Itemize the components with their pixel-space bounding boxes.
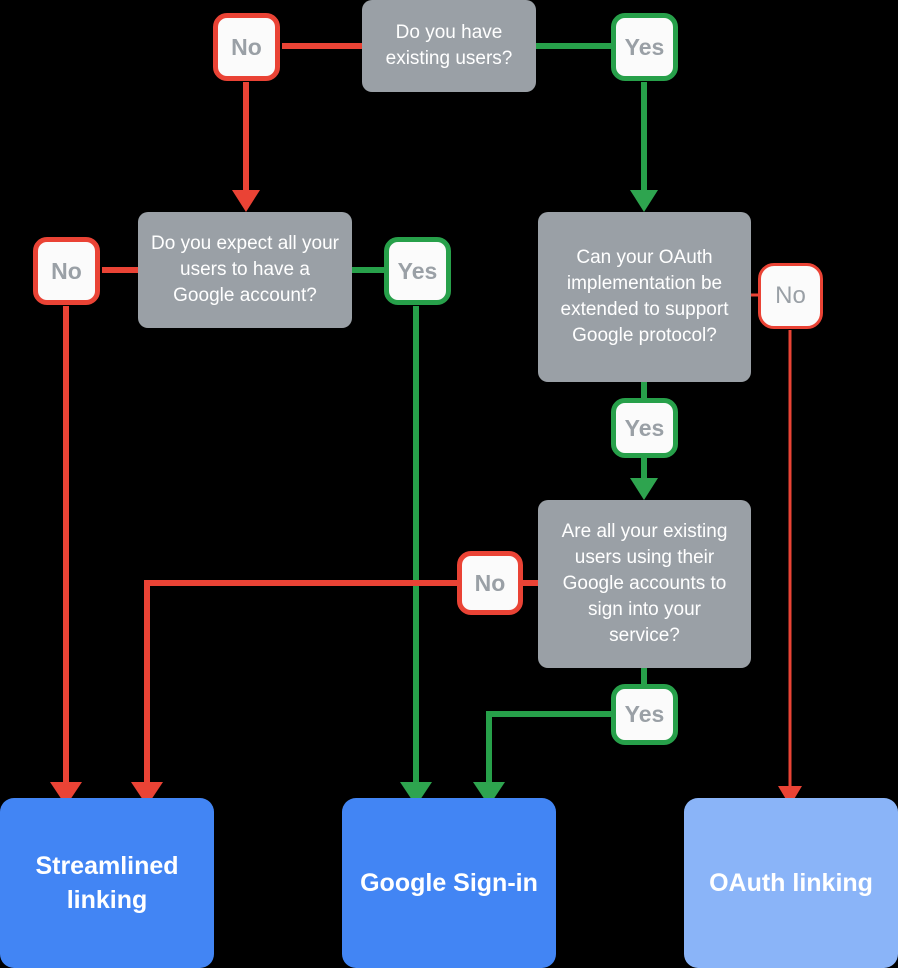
wire-q3yes-to-q4 (630, 458, 658, 500)
outcome-label: OAuth linking (709, 869, 873, 897)
question-text: Can your OAuth implementation be extende… (560, 247, 729, 346)
decision-pill-q4-yes[interactable]: Yes (611, 684, 678, 745)
decision-label: No (231, 33, 262, 60)
decision-pill-q2-yes[interactable]: Yes (384, 237, 451, 305)
question-box-google-account[interactable]: Do you expect all your users to have a G… (138, 212, 352, 328)
decision-label: Yes (397, 257, 438, 284)
decision-label: No (775, 282, 806, 309)
decision-label: No (51, 257, 82, 284)
decision-pill-q3-yes[interactable]: Yes (611, 398, 678, 458)
outcome-box-streamlined-linking[interactable]: Streamlined linking (0, 798, 214, 968)
wire-q3no-to-oauth (778, 330, 802, 806)
wire-q4yes-to-google-signin (473, 711, 612, 806)
decision-label: Yes (624, 701, 665, 727)
decision-pill-q2-no[interactable]: No (33, 237, 100, 305)
decision-pill-q3-no[interactable]: No (758, 263, 823, 329)
question-text: Do you expect all your users to have a G… (151, 233, 339, 306)
question-box-oauth-extend[interactable]: Can your OAuth implementation be extende… (538, 212, 751, 382)
decision-pill-q1-no[interactable]: No (213, 13, 280, 81)
question-box-existing-google-accounts[interactable]: Are all your existing users using their … (538, 500, 751, 668)
outcome-label: Google Sign-in (360, 869, 538, 897)
wire-q4no-to-streamlined (131, 580, 458, 806)
decision-label: No (474, 569, 506, 596)
wire-q2yes-to-google-signin (400, 306, 432, 806)
wire-q1no-to-q2 (232, 82, 260, 212)
question-text: Do you have existing users? (385, 22, 513, 69)
outcome-box-google-signin[interactable]: Google Sign-in (342, 798, 556, 968)
wire-q2no-to-streamlined (50, 306, 82, 806)
decision-label: Yes (624, 33, 665, 60)
question-box-existing-users[interactable]: Do you have existing users? (362, 0, 536, 92)
decision-pill-q1-yes[interactable]: Yes (611, 13, 678, 81)
question-text: Are all your existing users using their … (561, 521, 728, 646)
decision-label: Yes (624, 414, 665, 441)
outcome-box-oauth-linking[interactable]: OAuth linking (684, 798, 898, 968)
wire-q1yes-to-q3 (630, 82, 658, 212)
outcome-label: Streamlined linking (35, 852, 179, 914)
decision-pill-q4-no[interactable]: No (457, 551, 523, 615)
